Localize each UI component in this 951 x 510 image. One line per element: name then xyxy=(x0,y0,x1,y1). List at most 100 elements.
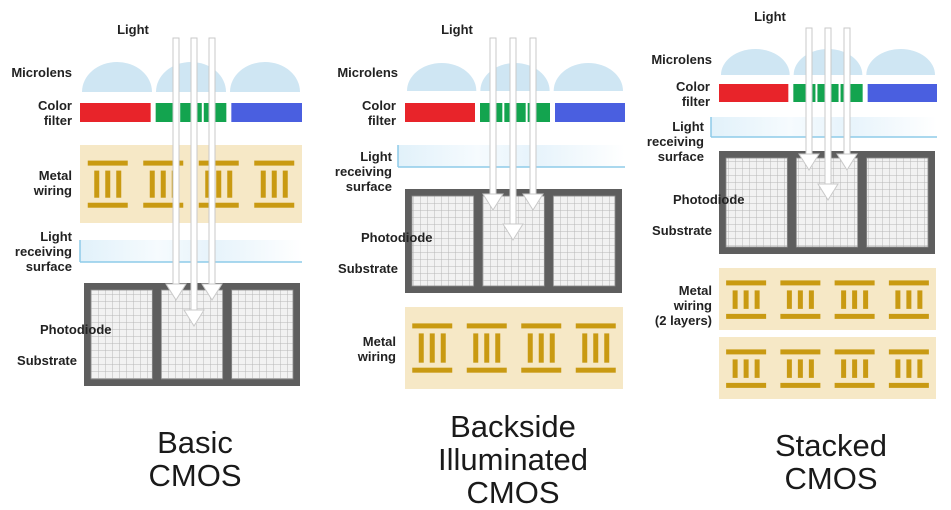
light-ray-stacked-3 xyxy=(843,27,851,157)
metal-wiring-layer-bsi xyxy=(405,307,623,389)
light-ray-bsi-2 xyxy=(509,37,517,227)
metal-via-bsi-1-1 xyxy=(418,333,424,363)
photodiode-bsi-3 xyxy=(552,195,616,287)
metal-via-stacked-2-3-3 xyxy=(863,359,869,378)
metal-via-stacked-1-1-1 xyxy=(732,290,738,309)
light-ray-stacked-2-head xyxy=(817,183,839,201)
light-ray-stacked-1 xyxy=(805,27,813,157)
metal-via-stacked-2-4-1 xyxy=(895,359,901,378)
label-photodiode-basic: Photodiode xyxy=(40,322,112,337)
microlens-basic-3 xyxy=(230,62,300,92)
label-light-receiving-surface-bsi: Light receiving surface xyxy=(334,149,392,194)
photodiode-stacked-1 xyxy=(725,157,788,248)
metal-via-bsi-3-2 xyxy=(538,333,544,363)
light-ray-basic-2-head xyxy=(183,309,205,327)
light-ray-basic-1 xyxy=(172,37,180,287)
metal-wire-bottom-basic-3 xyxy=(198,202,239,208)
label-photodiode-stacked: Photodiode xyxy=(673,192,745,207)
color-filter-blue-bsi xyxy=(555,103,625,122)
color-filter-red-basic xyxy=(80,103,151,122)
light-ray-basic-3 xyxy=(208,37,216,287)
metal-via-bsi-2-3 xyxy=(495,333,501,363)
metal-via-basic-1-1 xyxy=(94,170,100,198)
label-light-stacked: Light xyxy=(754,9,786,24)
light-ray-bsi-3 xyxy=(529,37,537,197)
metal-via-stacked-2-1-3 xyxy=(754,359,760,378)
metal-wire-bottom-stacked-1-4 xyxy=(888,313,929,319)
label-light-bsi: Light xyxy=(441,22,473,37)
metal-via-stacked-2-3-2 xyxy=(852,359,858,378)
light-ray-basic-1-head xyxy=(165,283,187,301)
metal-via-stacked-1-3-3 xyxy=(863,290,869,309)
metal-wire-bottom-stacked-2-4 xyxy=(888,382,929,388)
metal-via-basic-4-3 xyxy=(282,170,288,198)
metal-via-stacked-2-4-2 xyxy=(906,359,912,378)
label-light-receiving-surface-stacked: Light receiving surface xyxy=(646,119,704,164)
metal-wire-top-basic-1 xyxy=(87,160,128,166)
metal-via-stacked-2-2-2 xyxy=(797,359,803,378)
metal-wire-top-stacked-2-1 xyxy=(726,349,767,355)
metal-wire-bottom-stacked-1-2 xyxy=(780,313,821,319)
microlens-basic-1 xyxy=(82,62,152,92)
light-receiving-surface-stacked xyxy=(711,117,937,137)
metal-wire-bottom-stacked-2-2 xyxy=(780,382,821,388)
metal-via-stacked-1-4-2 xyxy=(906,290,912,309)
metal-wire-bottom-bsi-2 xyxy=(466,367,507,373)
metal-via-basic-2-1 xyxy=(149,170,155,198)
microlens-bsi-1 xyxy=(407,62,477,91)
metal-wire-bottom-basic-4 xyxy=(254,202,295,208)
photodiode-basic-1 xyxy=(90,289,153,380)
metal-wire-top-basic-4 xyxy=(254,160,295,166)
metal-wire-top-stacked-2-3 xyxy=(834,349,875,355)
metal-via-bsi-1-2 xyxy=(429,333,435,363)
metal-wire-bottom-bsi-1 xyxy=(412,367,453,373)
label-substrate-basic: Substrate xyxy=(17,353,77,368)
metal-wire-bottom-bsi-4 xyxy=(575,367,616,373)
photodiode-bsi-1 xyxy=(411,195,475,287)
metal-via-stacked-1-3-1 xyxy=(841,290,847,309)
label-color-filter-bsi: Color filter xyxy=(362,98,396,128)
label-light-basic: Light xyxy=(117,22,149,37)
metal-via-stacked-2-3-1 xyxy=(841,359,847,378)
metal-via-basic-1-2 xyxy=(105,170,111,198)
label-metal-wiring-stacked: Metal wiring (2 layers) xyxy=(654,283,712,328)
metal-wire-top-bsi-2 xyxy=(466,323,507,329)
label-microlens-stacked: Microlens xyxy=(651,52,712,67)
color-filter-red-bsi xyxy=(405,103,475,122)
metal-via-basic-3-3 xyxy=(227,170,233,198)
light-ray-stacked-1-head xyxy=(798,153,820,171)
metal-wire-top-stacked-1-3 xyxy=(834,280,875,286)
microlens-bsi-3 xyxy=(553,63,623,91)
label-color-filter-basic: Color filter xyxy=(38,98,72,128)
photodiode-stacked-3 xyxy=(866,157,929,248)
metal-wire-top-bsi-4 xyxy=(575,323,616,329)
metal-via-stacked-2-2-3 xyxy=(808,359,814,378)
metal-via-bsi-2-1 xyxy=(473,333,479,363)
light-ray-bsi-1 xyxy=(489,37,497,197)
label-substrate-stacked: Substrate xyxy=(652,223,712,238)
metal-wire-top-stacked-2-2 xyxy=(780,349,821,355)
metal-wire-top-bsi-3 xyxy=(521,323,562,329)
label-microlens-bsi: Microlens xyxy=(337,65,398,80)
metal-wire-bottom-stacked-1-1 xyxy=(726,313,767,319)
microlens-stacked-1 xyxy=(721,48,790,75)
light-ray-stacked-2 xyxy=(824,27,832,187)
metal-via-stacked-1-1-2 xyxy=(743,290,749,309)
light-rays xyxy=(165,27,858,327)
metal-via-basic-3-2 xyxy=(216,170,222,198)
label-metal-wiring-basic: Metal wiring xyxy=(33,168,72,198)
metal-via-bsi-3-3 xyxy=(549,333,555,363)
label-color-filter-stacked: Color filter xyxy=(676,79,710,109)
title-stacked-cmos: Stacked CMOS xyxy=(774,428,887,496)
label-microlens-basic: Microlens xyxy=(11,65,72,80)
metal-via-basic-4-2 xyxy=(271,170,277,198)
metal-wire-bottom-basic-1 xyxy=(87,202,128,208)
metal-via-stacked-1-4-3 xyxy=(917,290,923,309)
metal-via-bsi-2-2 xyxy=(484,333,490,363)
metal-via-bsi-1-3 xyxy=(440,333,446,363)
metal-via-stacked-1-2-1 xyxy=(786,290,792,309)
light-ray-bsi-1-head xyxy=(482,193,504,211)
metal-via-stacked-2-4-3 xyxy=(917,359,923,378)
metal-via-bsi-3-1 xyxy=(527,333,533,363)
